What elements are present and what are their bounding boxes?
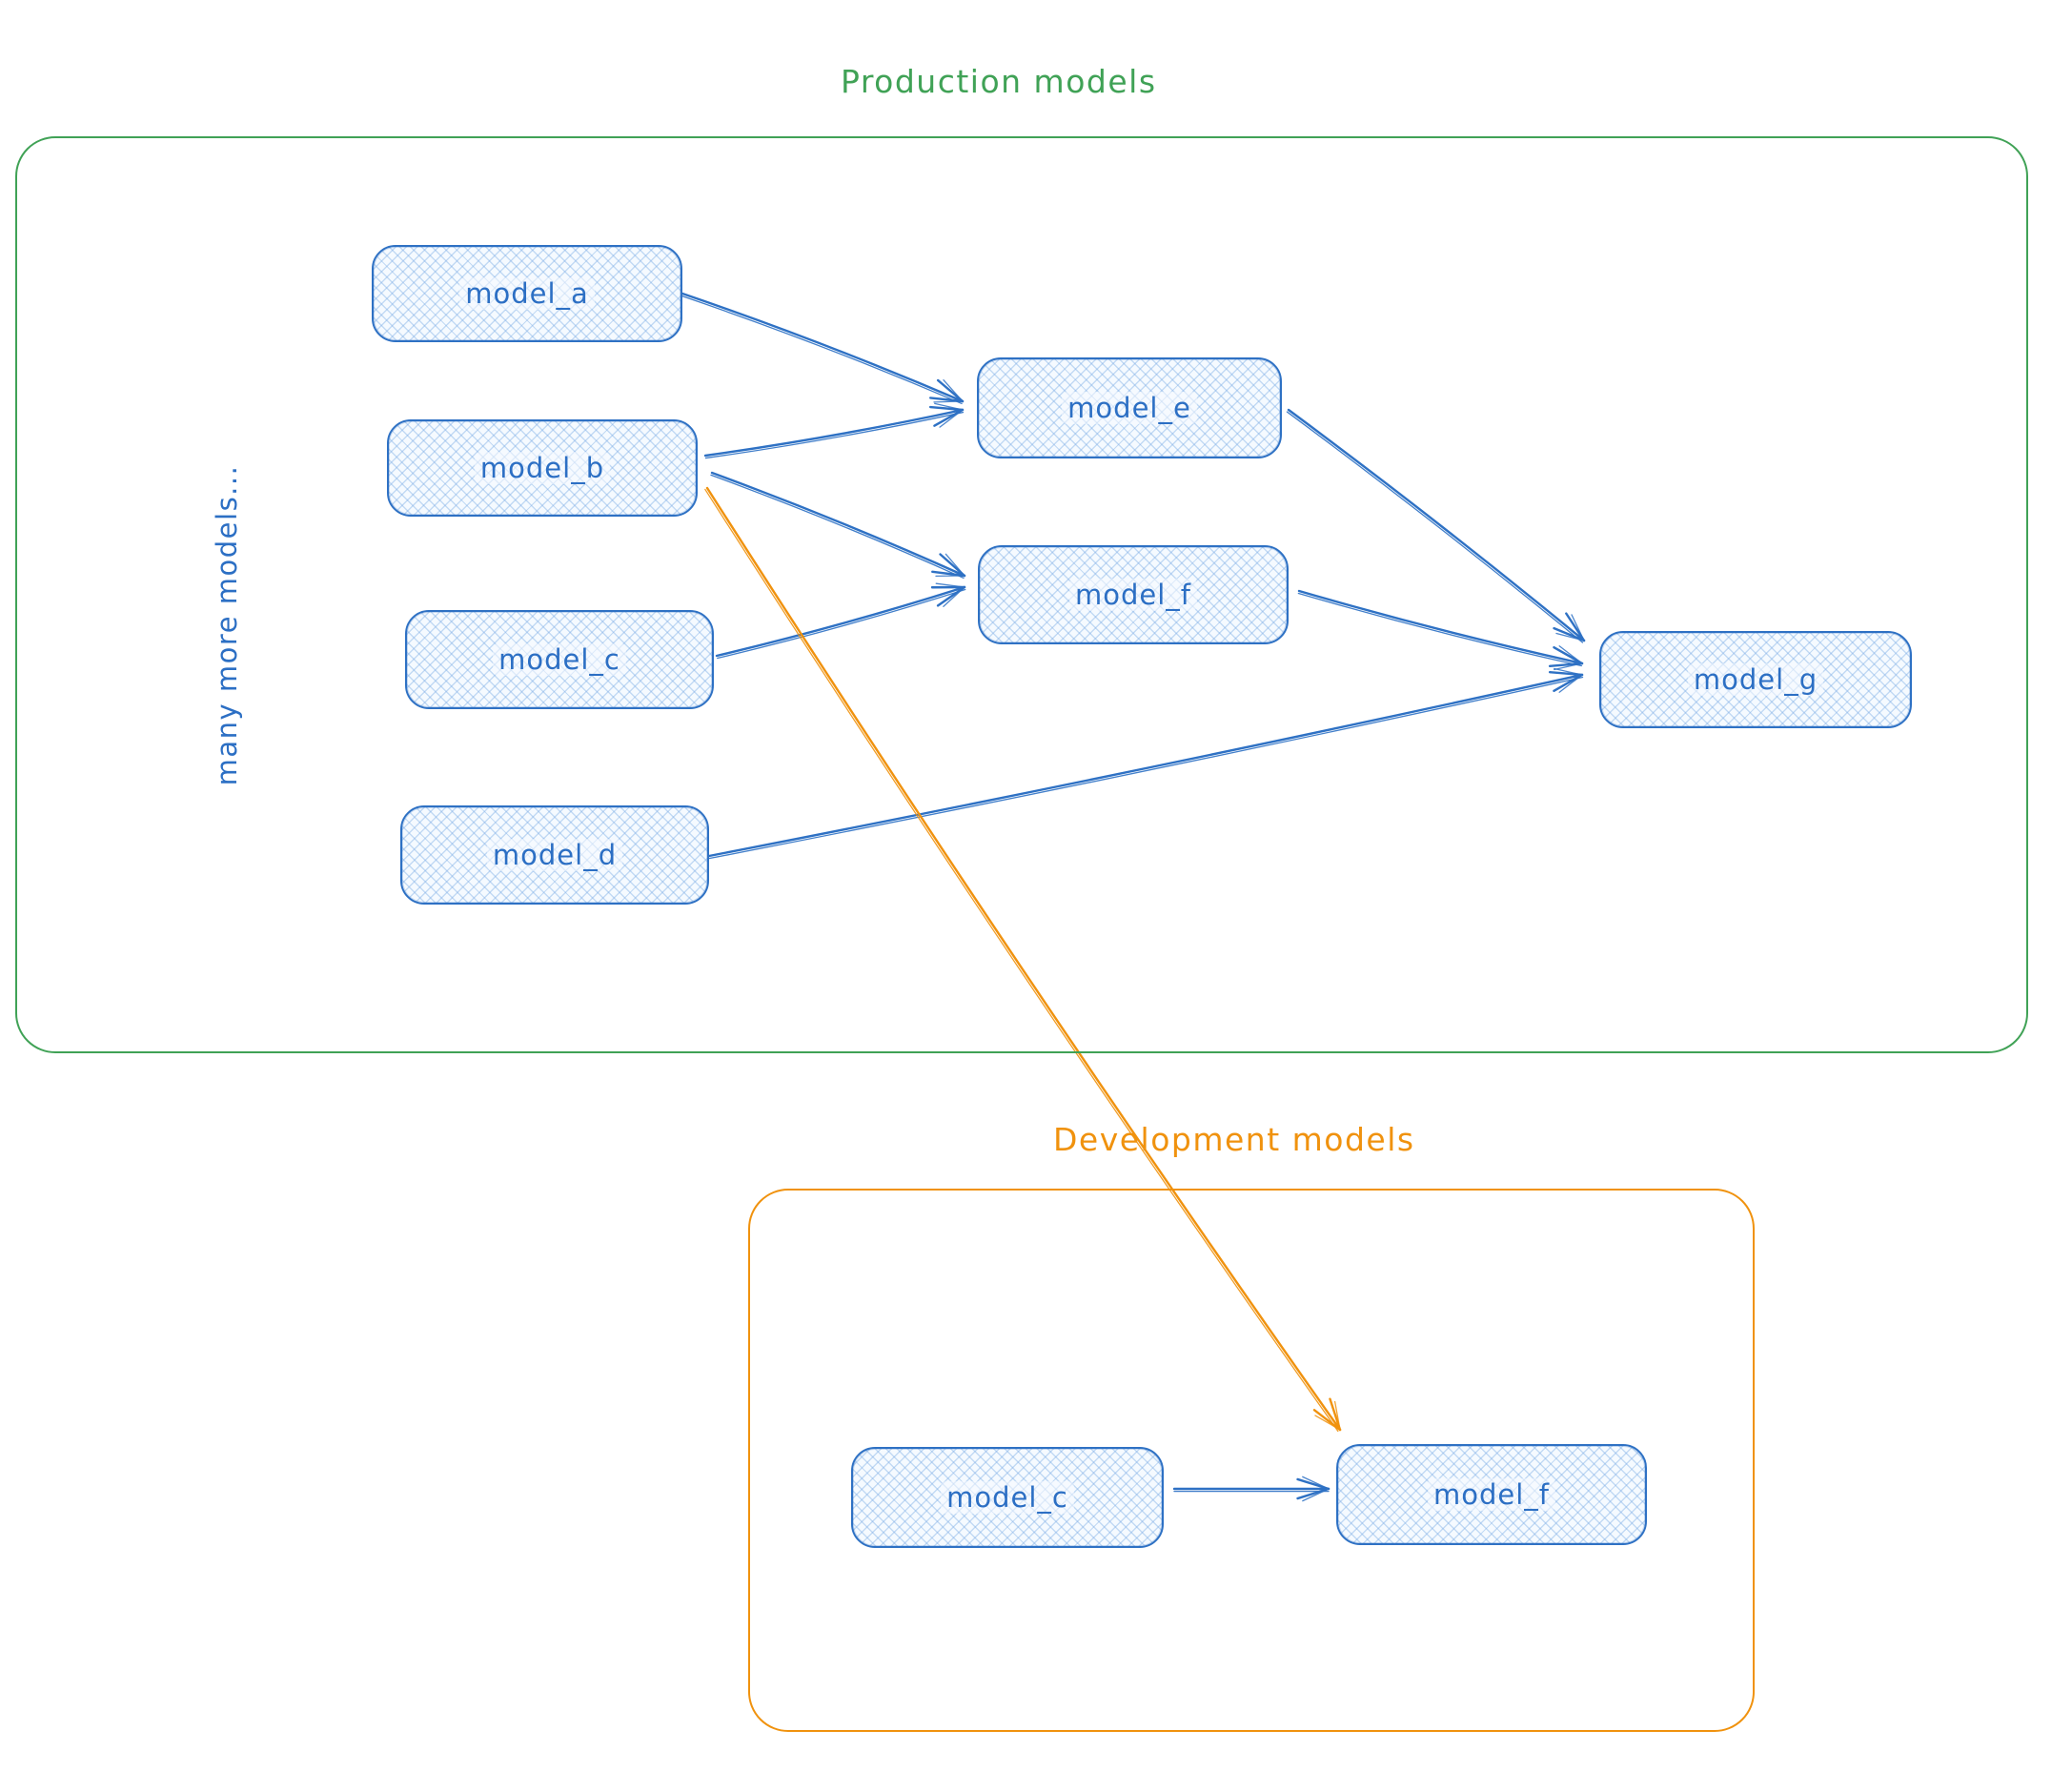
development-models-frame xyxy=(748,1189,1755,1732)
node-model_e: model_e xyxy=(977,357,1282,458)
edge-model_b-to-model_f xyxy=(710,471,966,580)
edge-dev_model_c-to-dev_model_f xyxy=(1172,1476,1331,1502)
node-model_d: model_d xyxy=(400,805,709,905)
node-label-model_d: model_d xyxy=(486,839,623,871)
development-models-title: Development models xyxy=(1053,1121,1415,1158)
edge-model_e-to-model_g xyxy=(1286,408,1586,643)
node-model_g: model_g xyxy=(1599,631,1912,728)
edge-model_a-to-model_e xyxy=(681,292,965,405)
edge-model_b-to-model_e xyxy=(703,402,965,459)
node-label-model_a: model_a xyxy=(459,277,595,310)
edge-model_b-to-dev_model_f xyxy=(704,486,1342,1433)
many-more-models-label: many more models... xyxy=(211,464,243,786)
node-model_f: model_f xyxy=(978,545,1289,644)
node-model_a: model_a xyxy=(372,245,682,342)
node-label-model_f: model_f xyxy=(1068,579,1197,611)
edge-model_f-to-model_g xyxy=(1297,589,1584,671)
node-label-dev_model_f: model_f xyxy=(1427,1478,1555,1511)
node-label-model_g: model_g xyxy=(1687,663,1824,696)
edge-model_d-to-model_g xyxy=(707,667,1584,860)
production-models-title: Production models xyxy=(841,63,1157,100)
node-model_c: model_c xyxy=(405,610,714,709)
node-label-dev_model_c: model_c xyxy=(941,1481,1074,1514)
node-label-model_b: model_b xyxy=(474,452,611,484)
node-label-model_e: model_e xyxy=(1062,392,1197,424)
node-label-model_c: model_c xyxy=(493,643,626,676)
node-dev_model_f: model_f xyxy=(1336,1444,1647,1545)
edge-model_c-to-model_f xyxy=(715,582,966,660)
node-model_b: model_b xyxy=(387,419,698,517)
production-models-frame xyxy=(15,136,2028,1053)
node-dev_model_c: model_c xyxy=(851,1447,1164,1548)
